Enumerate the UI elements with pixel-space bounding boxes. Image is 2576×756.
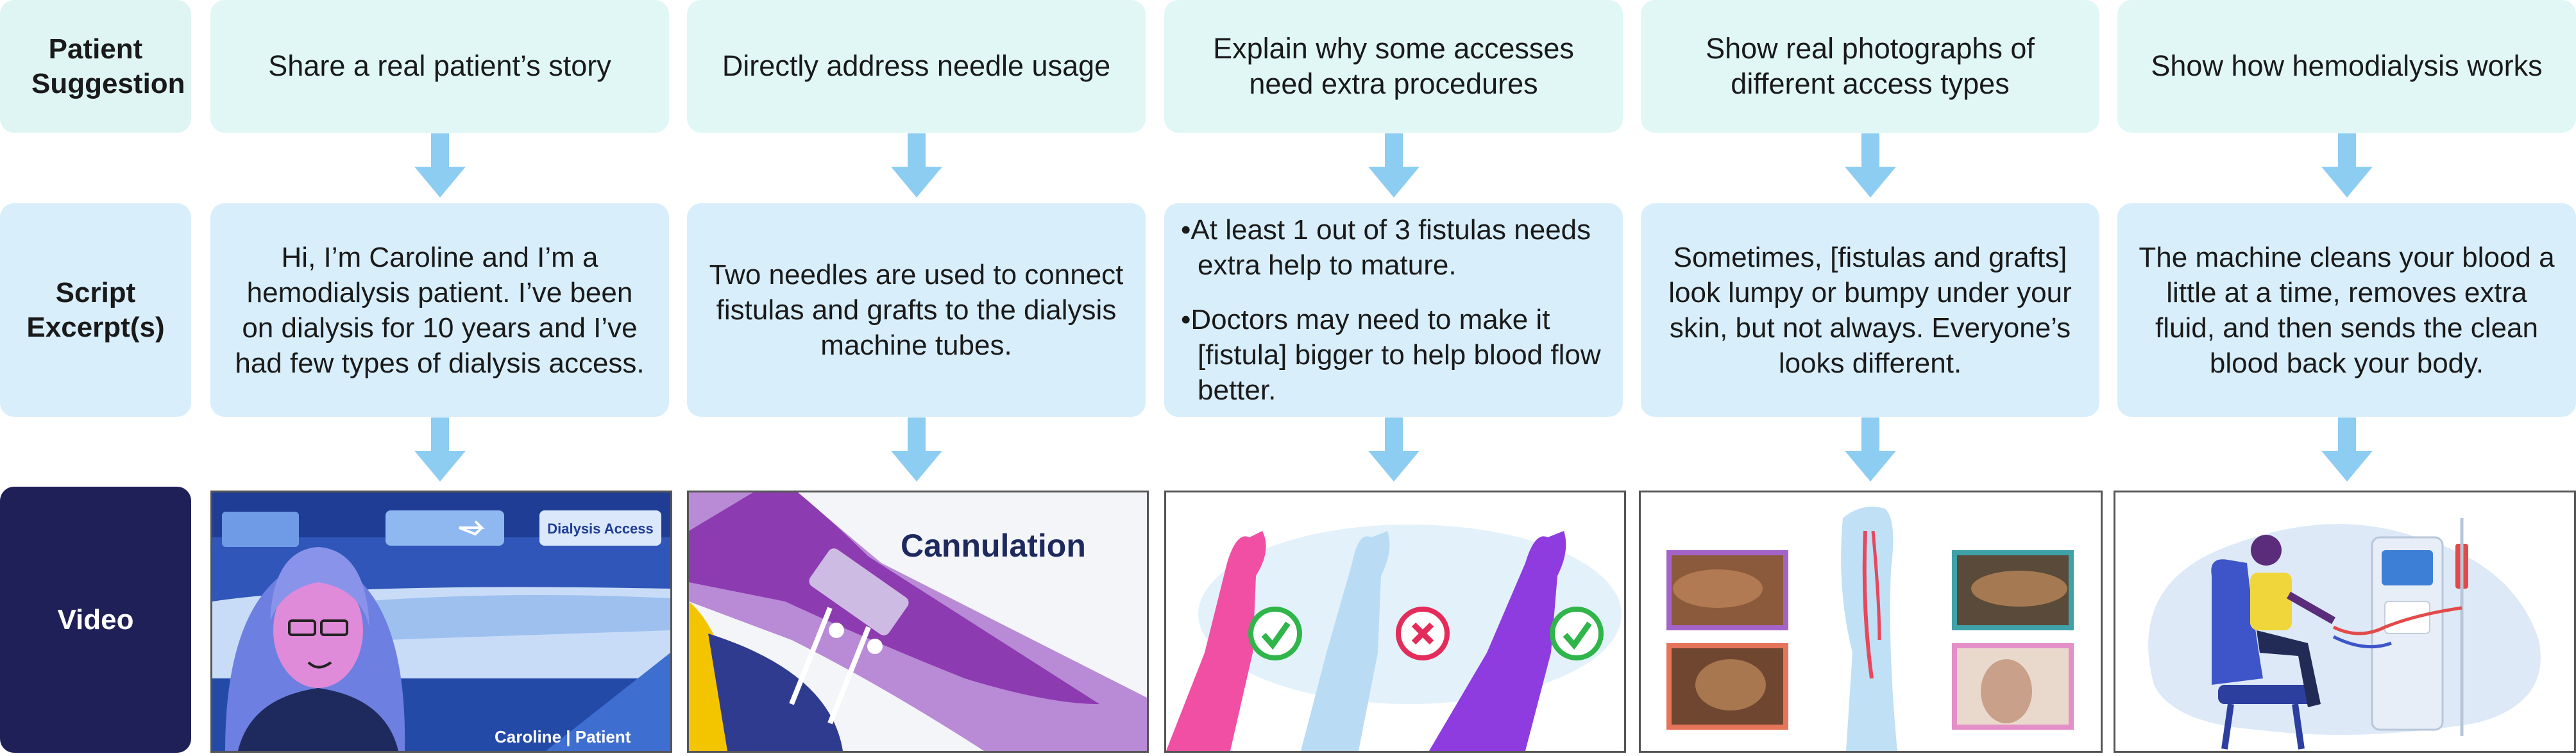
script-box-1: Hi, I’m Caroline and I’m a hemodialysis … xyxy=(210,203,669,417)
arrow-down-icon xyxy=(1845,417,1896,482)
suggestion-box-1: Share a real patient’s story xyxy=(210,0,669,133)
script-box-3: •At least 1 out of 3 fistulas needs extr… xyxy=(1164,203,1623,417)
arrow-down-icon xyxy=(891,417,942,482)
check-icon xyxy=(1248,607,1302,660)
suggestion-box-2: Directly address needle usage xyxy=(687,0,1146,133)
arrow-down-icon xyxy=(1845,133,1896,197)
video-thumbnail-photographs[interactable] xyxy=(1639,491,2103,753)
row-label-script: Script Excerpt(s) xyxy=(0,203,191,417)
video-sign-text: Dialysis Access xyxy=(547,521,654,537)
row-label-suggestion: Patient Suggestion xyxy=(0,0,191,133)
arrow-down-icon xyxy=(2321,417,2373,482)
arrow-down-icon xyxy=(1368,417,1419,482)
arrow-down-icon xyxy=(414,133,466,197)
video-thumbnail-patient-story[interactable]: Dialysis Access Caroline | Patient xyxy=(210,491,672,753)
check-icon xyxy=(1550,607,1604,660)
video-thumbnail-hemodialysis[interactable] xyxy=(2114,491,2576,753)
arrow-down-icon xyxy=(414,417,466,482)
suggestion-box-5: Show how hemodialysis works xyxy=(2117,0,2576,133)
video-thumbnail-procedures[interactable] xyxy=(1164,491,1626,753)
suggestion-box-3: Explain why some accesses need extra pro… xyxy=(1164,0,1623,133)
video-caption: Caroline | Patient xyxy=(495,727,631,746)
script-bullet-1: •At least 1 out of 3 fistulas needs extr… xyxy=(1181,214,1591,281)
video-thumbnail-needle[interactable]: Cannulation xyxy=(687,491,1149,753)
arrow-down-icon xyxy=(1368,133,1419,197)
script-box-5: The machine cleans your blood a little a… xyxy=(2117,203,2576,417)
script-box-4: Sometimes, [fistulas and grafts] look lu… xyxy=(1641,203,2099,417)
arrow-down-icon xyxy=(891,133,942,197)
suggestion-box-4: Show real photographs of different acces… xyxy=(1641,0,2099,133)
row-label-video: Video xyxy=(0,487,191,753)
video-title: Cannulation xyxy=(901,528,1086,564)
script-bullet-2: •Doctors may need to make it [fistula] b… xyxy=(1181,304,1601,406)
arrow-down-icon xyxy=(2321,133,2373,197)
script-box-2: Two needles are used to connect fistulas… xyxy=(687,203,1146,417)
